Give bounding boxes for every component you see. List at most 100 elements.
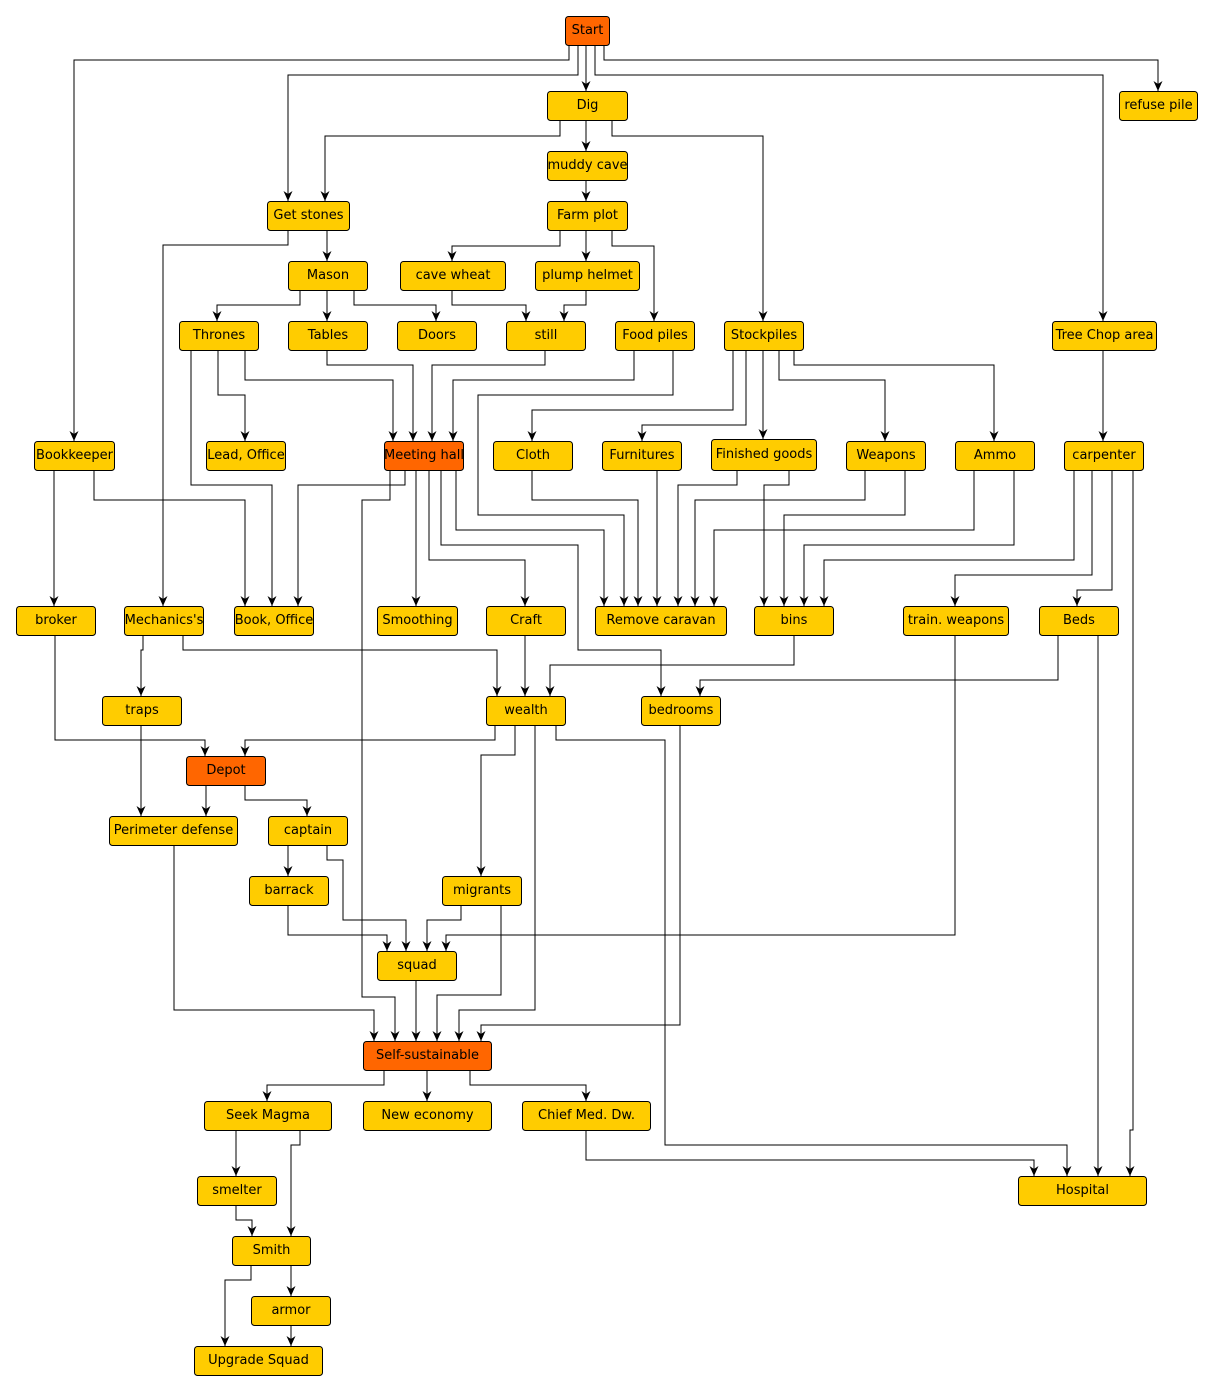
node-box <box>615 321 695 351</box>
node-label: Mechanics's <box>125 613 204 628</box>
node-mechanics: Mechanics's <box>124 606 204 636</box>
edge-line <box>455 470 605 606</box>
edge-line <box>763 470 790 606</box>
edge-line <box>361 470 396 1041</box>
edge-line <box>458 725 536 1041</box>
node-box <box>547 151 628 181</box>
node-hospital: Hospital <box>1018 1176 1147 1206</box>
node-cloth: Cloth <box>493 441 573 471</box>
arrowhead <box>408 431 418 441</box>
edge-cloth-removecaravan <box>531 470 643 606</box>
edge-start-treechop <box>594 45 1108 321</box>
edge-wealth-migrants <box>476 725 516 876</box>
arrowhead <box>690 596 700 606</box>
edge-line <box>563 290 587 321</box>
node-label: Smith <box>253 1243 291 1258</box>
edge-stockpiles-ammo <box>793 350 999 441</box>
node-label: Food piles <box>622 328 688 343</box>
arrowhead <box>581 191 591 201</box>
node-migrants: migrants <box>442 876 522 906</box>
edge-line <box>217 350 246 441</box>
node-label: Tree Chop area <box>1055 328 1154 343</box>
edge-line <box>216 290 301 321</box>
arrowhead <box>432 1031 442 1041</box>
arrowhead <box>283 191 293 201</box>
edge-line <box>469 1070 587 1101</box>
edge-migrants-selfsust <box>432 905 502 1041</box>
edge-line <box>699 635 1059 696</box>
edge-line <box>431 350 546 441</box>
node-label: plump helmet <box>542 268 633 283</box>
node-neweconomy: New economy <box>363 1101 492 1131</box>
edge-broker-depot <box>54 635 210 756</box>
arrowhead <box>302 806 312 816</box>
edge-line <box>555 725 1068 1176</box>
node-label: Mason <box>307 268 349 283</box>
arrowhead <box>633 596 643 606</box>
edge-mechanics-wealth <box>182 635 502 696</box>
node-box <box>197 1176 277 1206</box>
node-box <box>204 1101 332 1131</box>
arrowhead <box>695 686 705 696</box>
edge-finished-bins <box>759 470 790 606</box>
edge-line <box>440 470 662 696</box>
edge-start-dig <box>581 45 591 91</box>
edge-still-meeting <box>427 350 546 441</box>
arrowhead <box>454 1031 464 1041</box>
edge-getstones-mason <box>322 230 332 261</box>
arrowhead <box>200 746 210 756</box>
node-label: smelter <box>212 1183 262 1198</box>
edge-line <box>480 725 516 876</box>
edge-line <box>641 350 747 441</box>
edges-layer <box>49 45 1163 1346</box>
edge-wealth-depot <box>240 725 496 756</box>
node-box <box>442 876 522 906</box>
edge-line <box>477 350 674 606</box>
edge-line <box>713 470 975 606</box>
edge-weapons-removecaravan <box>690 470 866 606</box>
edge-meeting-selfsust <box>361 470 400 1041</box>
node-box <box>267 201 350 231</box>
arrowhead <box>1098 311 1108 321</box>
edge-line <box>603 45 1159 91</box>
arrowhead <box>758 311 768 321</box>
edge-line <box>224 1265 252 1346</box>
arrowhead <box>201 806 211 816</box>
node-label: Start <box>572 23 604 38</box>
edge-carpenter-bins <box>819 470 1075 606</box>
arrowhead <box>427 431 437 441</box>
node-box <box>522 1101 651 1131</box>
edge-carpenter-beds <box>1072 470 1113 606</box>
arrowhead <box>447 251 457 261</box>
node-label: cave wheat <box>416 268 491 283</box>
arrowhead <box>559 311 569 321</box>
node-box <box>565 16 610 46</box>
edge-armor-upgrade <box>286 1325 296 1346</box>
edge-farm-cavewheat <box>447 230 561 261</box>
node-label: Furnitures <box>609 448 674 463</box>
node-box <box>493 441 573 471</box>
node-box <box>1119 91 1198 121</box>
arrowhead <box>880 431 890 441</box>
node-label: Lead, Office <box>207 448 284 463</box>
edge-selfsust-seekmagma <box>262 1070 385 1101</box>
node-wealth: wealth <box>486 696 566 726</box>
edge-craft-wealth <box>520 635 530 696</box>
edge-line <box>778 350 886 441</box>
edge-bookkeeper-broker <box>49 470 59 606</box>
edge-dig-getstones <box>320 120 561 201</box>
node-carpenter: carpenter <box>1064 441 1144 471</box>
node-smith: Smith <box>232 1236 311 1266</box>
edge-line <box>677 470 738 606</box>
edge-line <box>594 45 1104 321</box>
edge-smith-armor <box>286 1265 296 1296</box>
edge-chiefmed-hospital <box>585 1130 1039 1176</box>
node-bookkeeper: Bookkeeper <box>34 441 115 471</box>
arrowhead <box>950 596 960 606</box>
edge-finished-removecaravan <box>673 470 738 606</box>
node-box <box>903 606 1009 636</box>
arrowhead <box>262 1091 272 1101</box>
edge-plump-still <box>559 290 587 321</box>
node-box <box>547 91 628 121</box>
